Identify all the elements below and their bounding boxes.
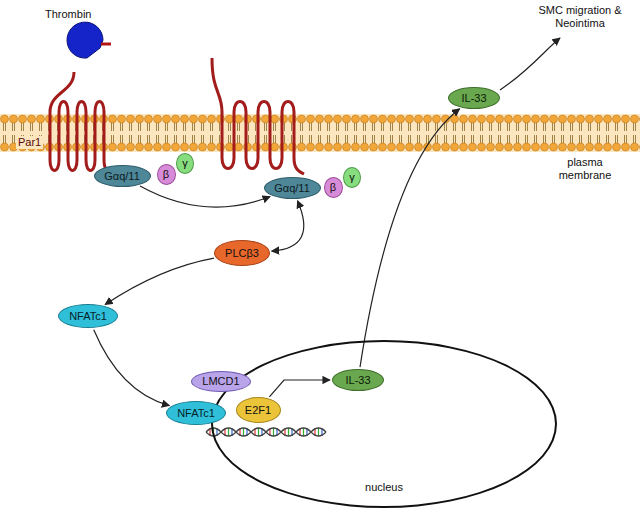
g-protein-beta: β (157, 164, 176, 185)
dna-helix (206, 428, 326, 436)
outcome-label: SMC migration & Neointima (535, 4, 625, 30)
g-protein-beta: β (324, 177, 343, 198)
protein-oval: NFATc1 (166, 401, 226, 425)
nucleus-ellipse: nucleusLMCD1NFATc1E2F1IL-33 (211, 340, 557, 508)
node-label: γ (349, 171, 355, 184)
arrow-connector (272, 201, 304, 251)
thrombin-protein: Thrombin (45, 8, 120, 80)
g-protein-alpha: Gαq/11 (94, 165, 151, 187)
node-label: E2F1 (245, 404, 271, 417)
node-label: IL-33 (461, 92, 486, 105)
protein-oval: NFATc1 (58, 304, 118, 328)
receptor-symbol (212, 58, 304, 174)
arrow-connector (360, 109, 460, 367)
node-label: PLCβ3 (225, 247, 259, 260)
node-label: Gαq/11 (274, 182, 310, 195)
node-label: Gαq/11 (104, 170, 140, 183)
arrow-connector (269, 380, 330, 397)
g-protein-gamma: γ (343, 167, 361, 188)
membrane-label: plasma membrane (540, 156, 630, 182)
node-label: Thrombin (45, 8, 91, 21)
cytokine-oval: IL-33 (448, 87, 500, 109)
arrow-connector (140, 186, 270, 207)
node-label: γ (182, 157, 188, 170)
arrow-connector (105, 258, 214, 304)
receptor-symbol: Par1 (14, 50, 114, 175)
arrow-connector (94, 330, 170, 406)
arrow (500, 38, 560, 90)
protein-oval: LMCD1 (191, 371, 251, 392)
node-label: β (330, 181, 336, 194)
node-label: NFATc1 (177, 407, 215, 420)
cytokine-oval: IL-33 (332, 369, 384, 391)
node-label: β (163, 168, 169, 181)
protein-oval: E2F1 (236, 397, 281, 423)
node-label: IL-33 (345, 374, 370, 387)
node-label: Par1 (16, 136, 43, 149)
g-protein-gamma: γ (176, 153, 194, 174)
g-protein-alpha: Gαq/11 (264, 177, 321, 199)
node-label: LMCD1 (202, 375, 239, 388)
enzyme-oval: PLCβ3 (214, 240, 270, 266)
node-label: NFATc1 (69, 310, 107, 323)
node-label: nucleus (213, 481, 555, 494)
